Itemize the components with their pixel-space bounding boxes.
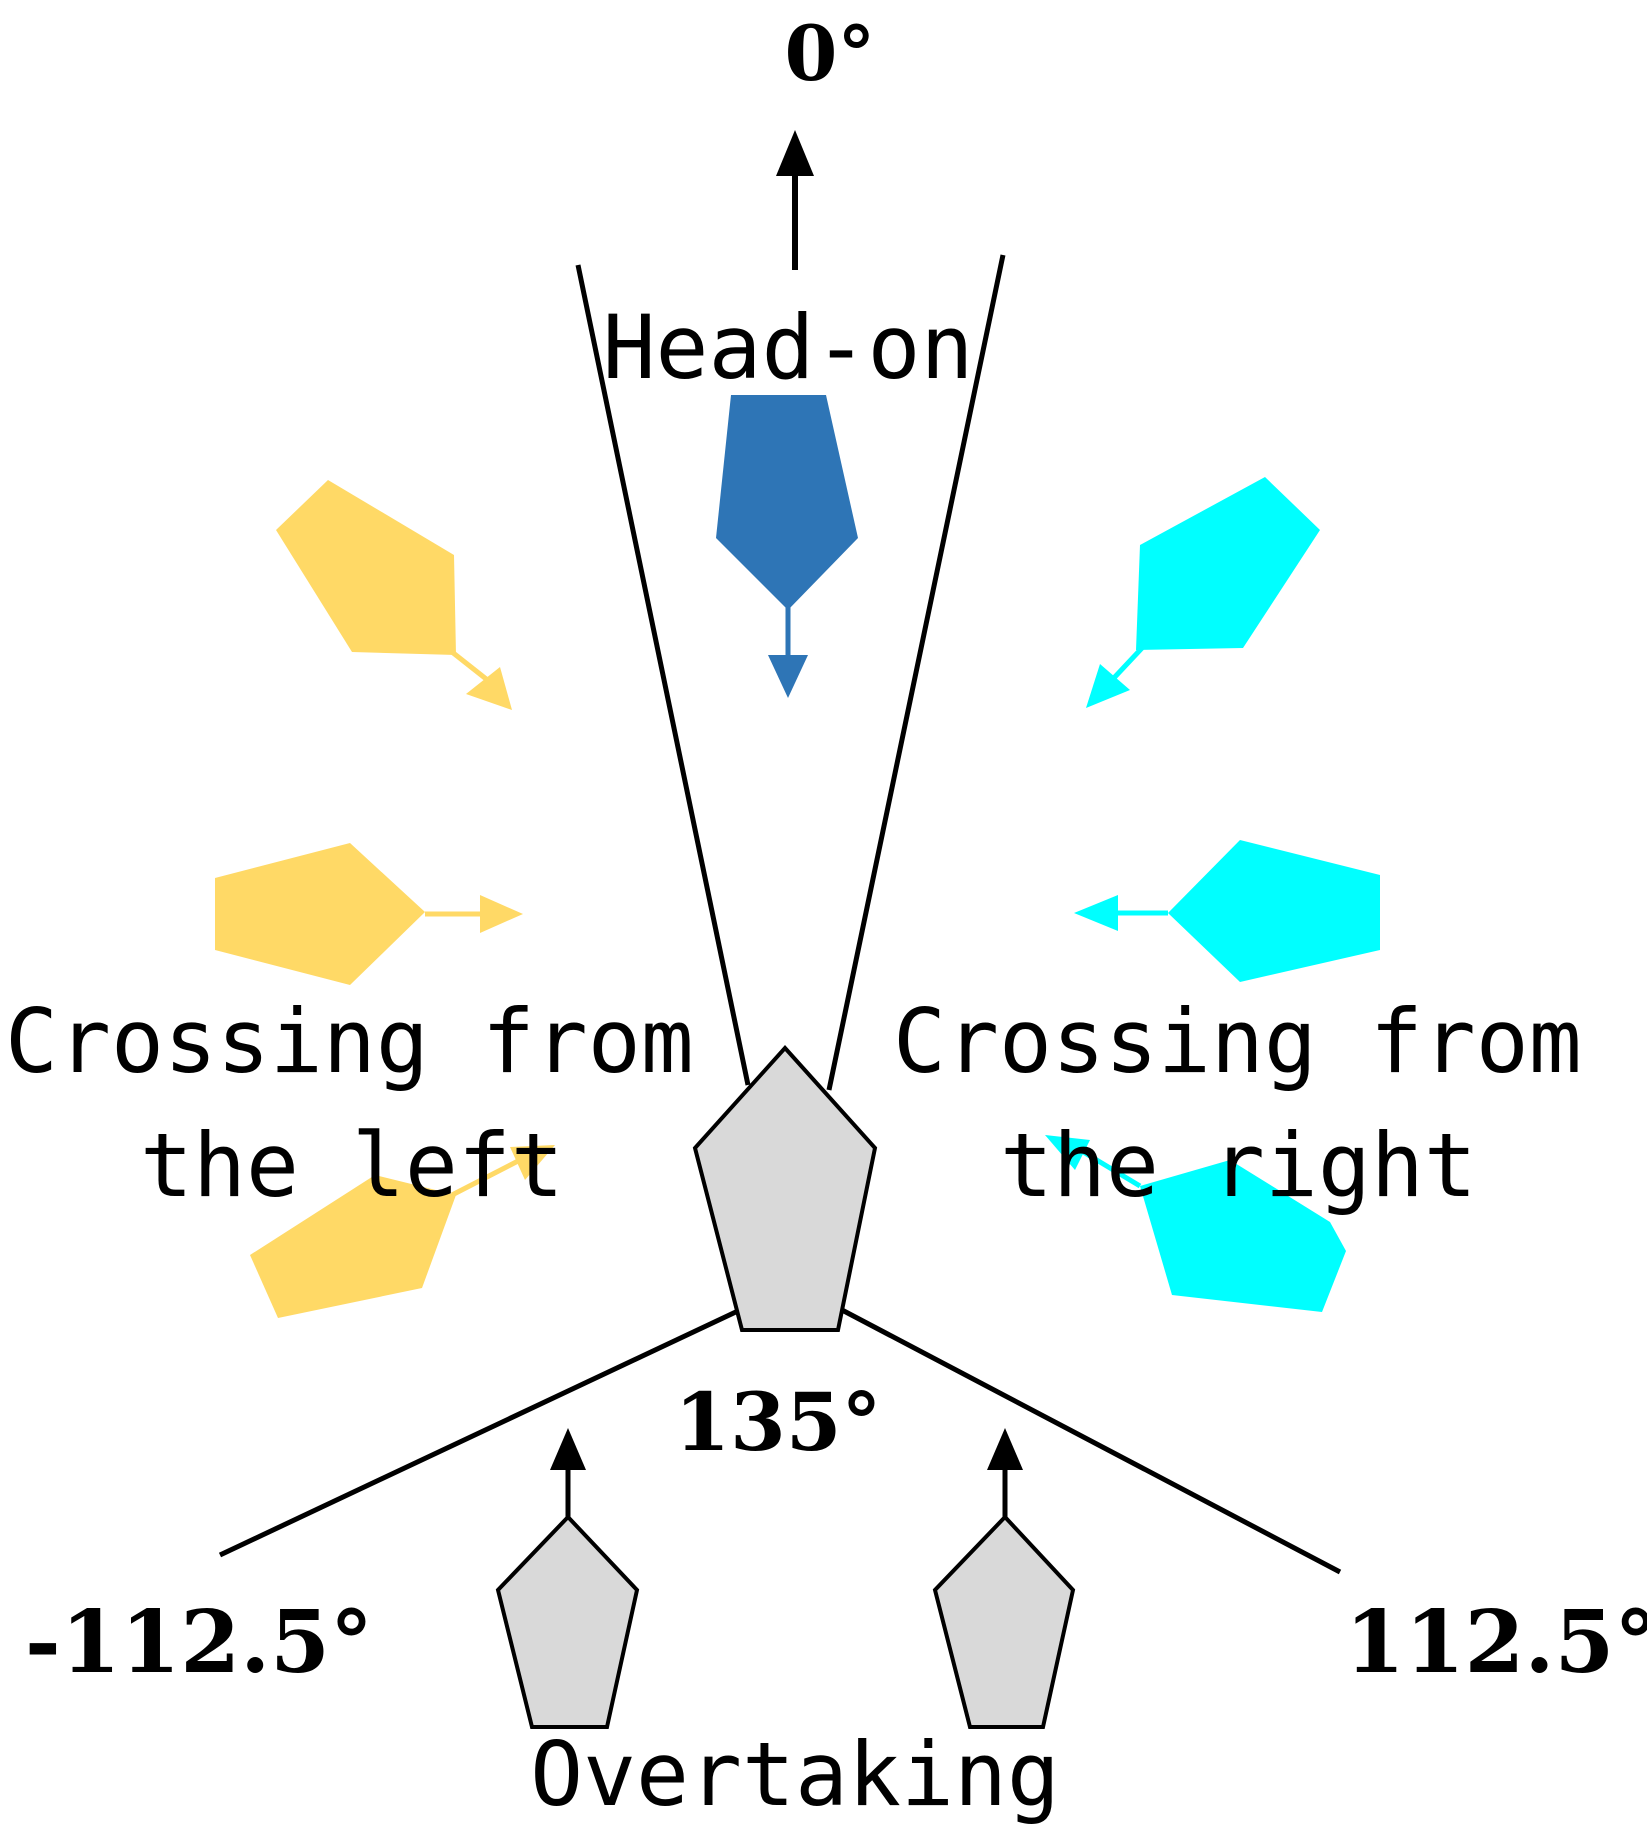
crossing-left-label-line1: Crossing from [5,990,694,1093]
left-boundary-angle-label: -112.5° [25,1592,373,1693]
crossing-right-vessel-middle [1074,840,1380,982]
crossing-left-vessel-lower [250,1145,555,1318]
head-on-vessel [716,395,858,698]
overtaking-vessel-left [495,1428,640,1729]
crossing-left-label-line2: the left [140,1114,564,1217]
crossing-left-vessel-upper [276,480,512,710]
crossing-left-vessel-middle [215,843,523,985]
own-vessel [692,1045,878,1332]
crossing-right-vessel-upper [1086,477,1320,708]
heading-arrow [776,130,814,270]
head-on-label: Head-on [603,296,974,399]
crossing-right-label-line2: the right [1000,1114,1477,1217]
overtaking-sector-lines [218,1307,1342,1575]
overtaking-vessel-right [932,1428,1076,1729]
right-boundary-angle-label: 112.5° [1345,1592,1647,1693]
crossing-right-label-line1: Crossing from [893,990,1582,1093]
crossing-right-vessel-lower [1045,1135,1346,1312]
head-on-sector-lines [575,254,1006,1091]
stern-angle-label: 135° [675,1375,882,1469]
top-angle-label: 0° [785,9,876,98]
overtaking-label: Overtaking [530,1723,1060,1826]
